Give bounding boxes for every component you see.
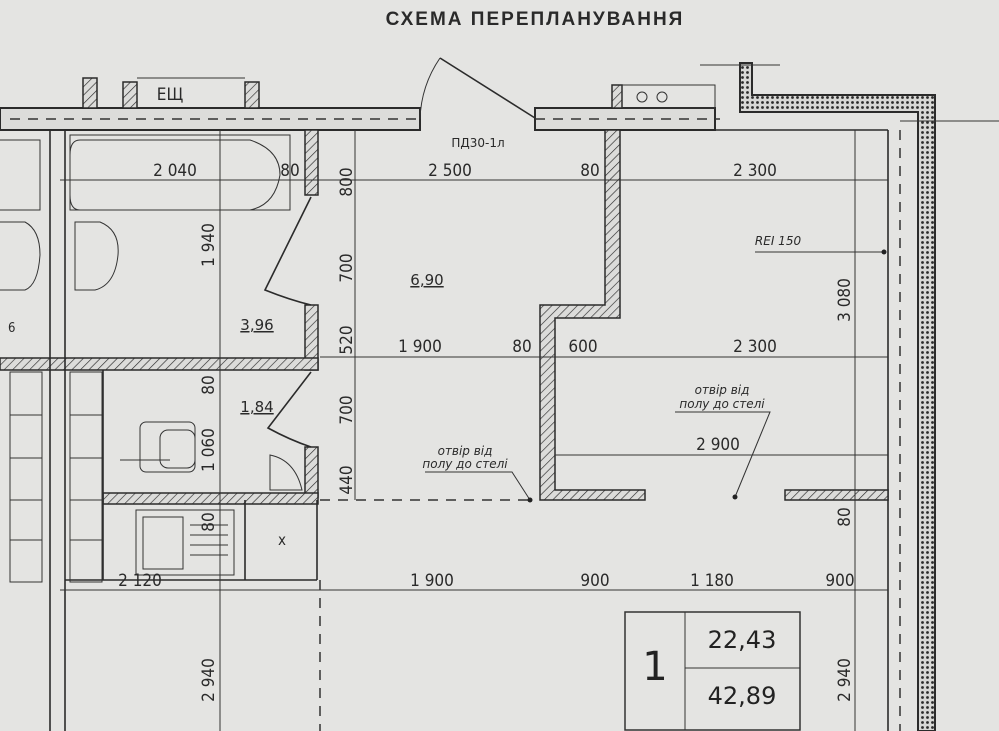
opening-note-line: полу до стелі [679,397,765,411]
dim-2940-left: 2 940 [199,658,219,702]
apartment-table: 1 22,43 42,89 [624,611,801,731]
dim-80: 80 [835,507,855,526]
ventilation-shaft [611,84,716,109]
opening-note-line: полу до стелі [422,457,508,471]
edge-label: 6 [8,321,15,336]
fire-rating-note: REI 150 [755,234,887,255]
dim-wall-80: 80 [512,337,531,357]
wc-door [266,371,312,448]
apartment-number: 1 [642,644,667,690]
bathtub [69,134,291,211]
area-bathroom: 3,96 [240,316,273,334]
partitions [0,129,889,731]
mark-x: x [278,531,286,549]
dim-1900: 1 900 [410,571,454,591]
dim-900: 900 [580,571,609,591]
opening-note-line: отвір від [438,444,493,458]
opening-note-2: отвір від полу до стелі [675,383,771,500]
dim-bath-width: 2 040 [153,161,197,181]
total-area: 42,89 [708,682,777,710]
dimension-lines [60,130,888,731]
dim-2940-right: 2 940 [835,658,855,702]
dim-wall-80: 80 [280,161,299,181]
exterior-walls [0,62,999,731]
entrance-door: ПД30-1л [419,57,536,150]
dim-3080: 3 080 [835,278,855,322]
dim-80: 80 [199,512,219,531]
dim-hall-width: 2 500 [428,161,472,181]
kitchen-sink: x [135,509,286,576]
wc-sink [269,454,303,491]
dim-1180: 1 180 [690,571,734,591]
dim-600: 600 [568,337,597,357]
opening-note-line: отвір від [695,383,750,397]
living-area: 22,43 [708,626,777,654]
dim-room-width: 2 300 [733,161,777,181]
electrical-panel: ЕЩ [82,77,260,109]
dim-wall-80: 80 [580,161,599,181]
dimension-labels: 2 040 80 2 500 80 2 300 1 900 80 600 2 3… [118,161,855,702]
dim-80: 80 [199,375,219,394]
fire-rating-label: REI 150 [755,234,802,248]
dim-520: 520 [337,325,357,354]
toilet [139,421,196,473]
dim-700: 700 [337,253,357,282]
opening-note-1: отвір від полу до стелі [422,444,533,503]
area-wc: 1,84 [240,398,273,416]
dim-900: 900 [825,571,854,591]
dim-kitchen: 2 120 [118,571,162,591]
area-hall: 6,90 [410,271,443,289]
plan-title: СХЕМА ПЕРЕПЛАНУВАННЯ [386,9,685,30]
washbasin [0,139,119,291]
dim-440: 440 [337,465,357,494]
dim-2900: 2 900 [696,435,740,455]
dim-1060: 1 060 [199,428,219,472]
left-stair-blocks: 6 [8,321,103,583]
bathroom-door [263,196,312,306]
electrical-panel-label: ЕЩ [157,85,184,105]
dim-700: 700 [337,395,357,424]
dim-room-width-2: 2 300 [733,337,777,357]
dim-1940: 1 940 [199,223,219,267]
dim-hall-width-2: 1 900 [398,337,442,357]
door-type-label: ПД30-1л [451,136,504,150]
dim-800: 800 [337,167,357,196]
